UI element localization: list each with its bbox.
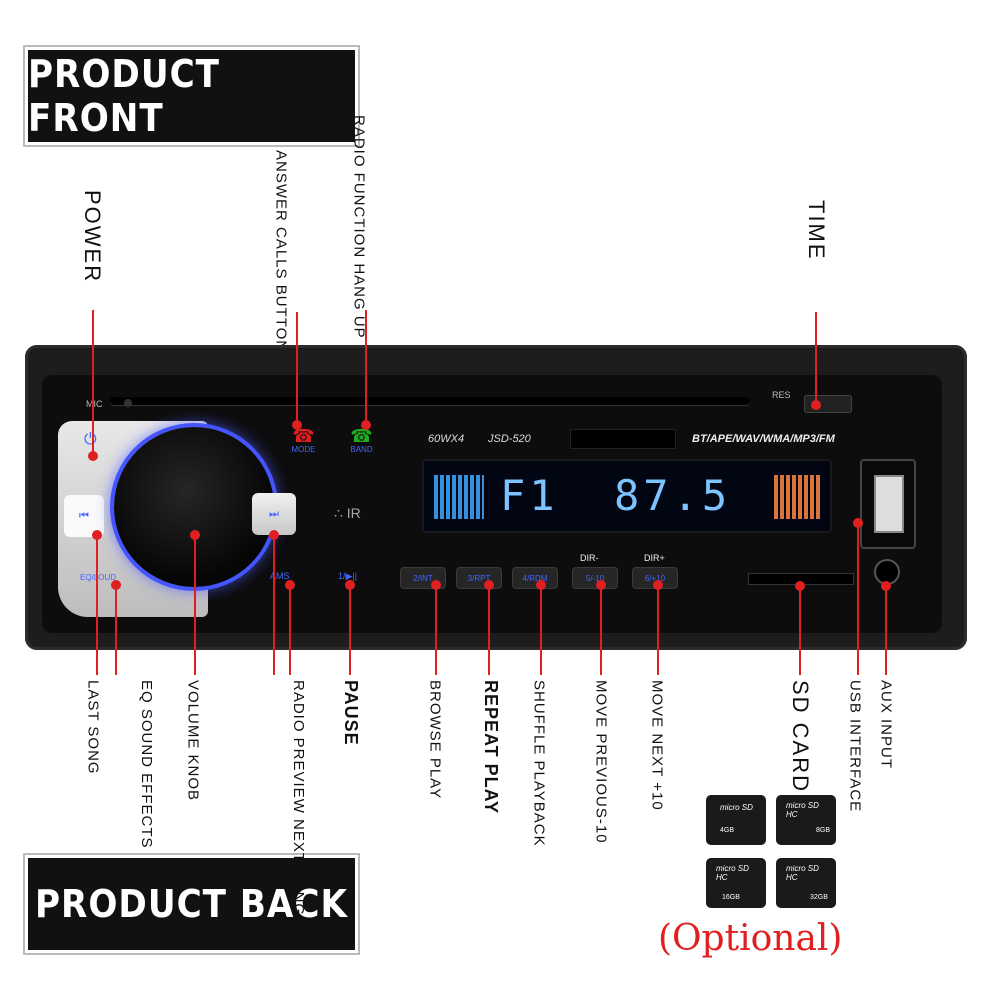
- move-next-label: MOVE NEXT +10: [648, 680, 666, 811]
- display-band: F1: [500, 471, 559, 520]
- sd-card-32gb: micro SD HC 32GB: [776, 858, 836, 908]
- sd-card-label: SD CARD: [788, 680, 814, 794]
- small-window: [570, 429, 676, 449]
- sd-brand: micro SD HC: [716, 864, 749, 882]
- last-song-label: LAST SONG: [84, 680, 102, 775]
- eq-bars-right: [774, 475, 820, 519]
- radio-function-pointer: [365, 310, 367, 424]
- shuffle-pointer: [540, 585, 542, 675]
- radio-preview-label: RADIO PREVIEW NEXT SONG: [290, 680, 307, 917]
- play-pause-button[interactable]: 1/▶||: [338, 571, 358, 581]
- sd-brand: micro SD HC: [786, 801, 819, 819]
- mic-hole: [124, 399, 132, 407]
- aux-pointer: [885, 586, 887, 675]
- formats-text: BT/APE/WAV/WMA/MP3/FM: [692, 433, 835, 445]
- model-name: JSD-520: [488, 433, 531, 445]
- browse-pointer: [435, 585, 437, 675]
- last-song-pointer: [96, 535, 98, 675]
- sd-brand: micro SD HC: [786, 864, 819, 882]
- sd-size: 4GB: [720, 827, 735, 834]
- product-front-title: PRODUCT FRONT: [25, 47, 358, 145]
- sd-size: 8GB: [816, 827, 831, 834]
- optional-label: (Optional): [658, 918, 843, 959]
- sd-pointer: [799, 586, 801, 675]
- display-freq: 87.5: [614, 471, 732, 520]
- power-dot: [88, 451, 98, 461]
- answer-calls-pointer: [296, 312, 298, 424]
- ir-sensor: ∴ IR: [334, 505, 361, 521]
- mode-button[interactable]: ☎ MODE: [276, 427, 331, 463]
- usb-port[interactable]: [860, 459, 916, 549]
- sd-card-8gb: micro SD HC 8GB: [776, 795, 836, 845]
- preset-4-rdm-button[interactable]: 4/RDM: [512, 567, 558, 589]
- eq-bars-left: [434, 475, 484, 519]
- usb-pointer: [857, 523, 859, 675]
- faceplate: MIC RES ⏻ ⏮ EQ/LOUD ⏭ ☎ MODE ☎ BAND ∴ IR…: [42, 375, 942, 633]
- radio-function-dot: [361, 420, 371, 430]
- res-label: RES: [772, 390, 791, 400]
- sd-card-16gb: micro SD HC 16GB: [706, 858, 766, 908]
- browse-play-label: BROWSE PLAY: [426, 680, 444, 800]
- repeat-play-label: REPEAT PLAY: [480, 680, 501, 815]
- answer-calls-dot: [292, 420, 302, 430]
- sd-size: 32GB: [810, 894, 828, 901]
- preset-3-rpt-button[interactable]: 3/RPT: [456, 567, 502, 589]
- answer-calls-label: ANSWER CALLS BUTTON: [272, 150, 290, 353]
- band-button[interactable]: ☎ BAND: [334, 427, 389, 463]
- radio-function-label: RADIO FUNCTION HANG UP: [350, 115, 368, 339]
- move-previous-label: MOVE PREVIOUS-10: [592, 680, 610, 844]
- dir-minus-label: DIR-: [580, 553, 599, 563]
- volume-pointer: [194, 535, 196, 675]
- shuffle-playback-label: SHUFFLE PLAYBACK: [530, 680, 548, 847]
- band-label: BAND: [350, 445, 373, 454]
- sd-card-4gb: micro SD 4GB: [706, 795, 766, 845]
- eq-pointer: [115, 585, 117, 675]
- product-back-title: PRODUCT BACK: [25, 855, 358, 953]
- next-song-pointer: [273, 535, 275, 675]
- prev10-pointer: [600, 585, 602, 675]
- model-power: 60WX4: [428, 433, 465, 445]
- pause-pointer: [349, 585, 351, 675]
- volume-knob-label: VOLUME KNOB: [184, 680, 202, 802]
- power-button[interactable]: ⏻: [84, 431, 97, 448]
- lcd-display: F1 87.5: [422, 459, 832, 533]
- cd-slot: [110, 397, 750, 405]
- repeat-pointer: [488, 585, 490, 675]
- pause-label: PAUSE: [340, 680, 361, 746]
- ams-pointer: [289, 585, 291, 675]
- sd-size: 16GB: [722, 894, 740, 901]
- sd-brand: micro SD: [720, 803, 753, 812]
- time-pointer: [815, 312, 817, 404]
- preset-5-button[interactable]: 5/-10: [572, 567, 618, 589]
- next-button[interactable]: ⏭: [252, 493, 296, 535]
- dir-plus-label: DIR+: [644, 553, 665, 563]
- power-pointer: [92, 310, 94, 456]
- time-dot: [811, 400, 821, 410]
- eq-sound-label: EQ SOUND EFFECTS: [138, 680, 155, 849]
- aux-input-label: AUX INPUT: [877, 680, 895, 770]
- eq-loud-label[interactable]: EQ/LOUD: [80, 573, 117, 582]
- next10-pointer: [657, 585, 659, 675]
- power-label: POWER: [80, 190, 106, 284]
- usb-interface-label: USB INTERFACE: [846, 680, 864, 813]
- mode-label: MODE: [291, 445, 316, 454]
- ams-button[interactable]: AMS: [270, 571, 290, 581]
- mic-label: MIC: [86, 399, 103, 409]
- time-label: TIME: [804, 200, 830, 261]
